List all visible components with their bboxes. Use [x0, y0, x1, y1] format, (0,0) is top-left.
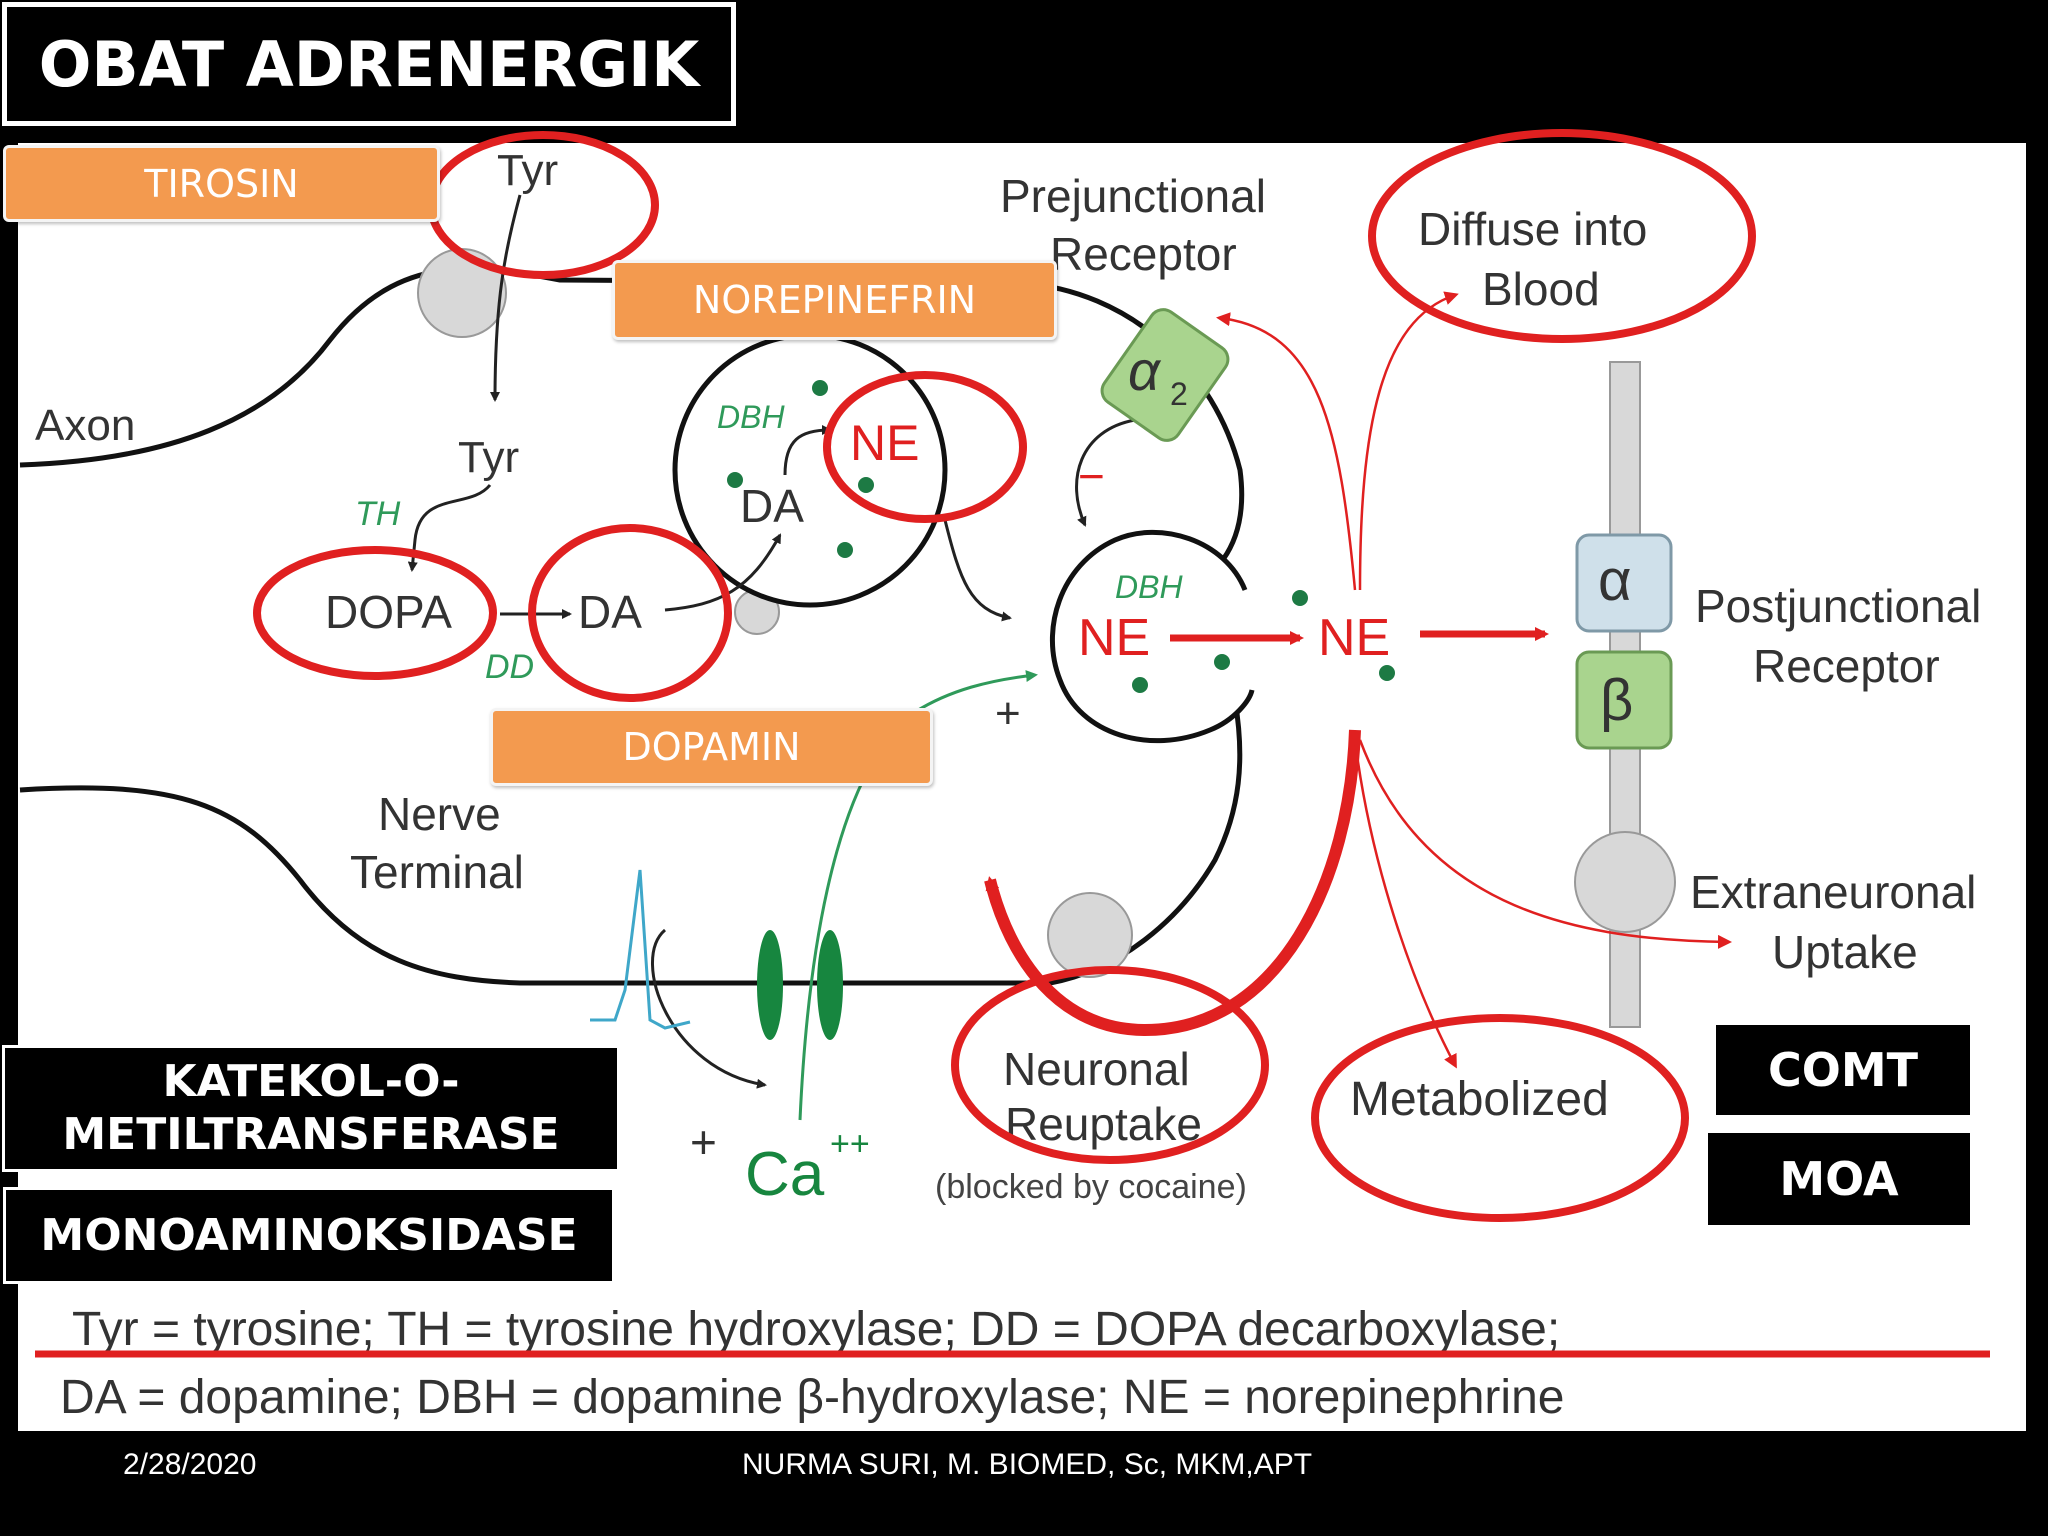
metabolized-arrow — [1353, 739, 1457, 1069]
alpha2-symbol: α — [1128, 339, 1162, 402]
ne-cleft-label: NE — [1318, 609, 1390, 667]
alpha2-receptor — [1100, 308, 1230, 442]
plus-release-label: + — [995, 689, 1021, 738]
label-tirosin: TIROSIN — [3, 145, 440, 222]
ca-influx-arrow — [650, 928, 767, 1089]
label-katekol-line2: METILTRANSFERASE — [62, 1108, 560, 1160]
dbh-vesicle-label: DBH — [717, 399, 785, 435]
label-monoaminoksidase: MONOAMINOKSIDASE — [3, 1187, 615, 1284]
neuronal-reuptake-arrow — [984, 729, 1361, 1037]
ca-channel-left — [757, 930, 783, 1040]
circle-reuptake — [951, 966, 1269, 1164]
slide-title: OBAT ADRENERGIK — [2, 2, 736, 126]
nerve-terminal-label-1: Nerve — [378, 788, 501, 840]
minus-label: − — [1078, 450, 1105, 502]
label-moa: MOA — [1705, 1130, 1973, 1228]
circle-da — [528, 524, 732, 702]
ne-granules — [727, 380, 1395, 693]
tyr-top-label: Tyr — [497, 146, 558, 195]
alpha-symbol: α — [1598, 548, 1632, 613]
annotation-circles — [253, 129, 1756, 1222]
beta-symbol: β — [1600, 668, 1633, 733]
label-katekol: KATEKOL-O- METILTRANSFERASE — [2, 1045, 620, 1172]
metabolized-label: Metabolized — [1350, 1073, 1609, 1126]
prejunctional-label-1: Prejunctional — [1000, 170, 1266, 222]
dbh-terminal-label: DBH — [1115, 569, 1183, 605]
reuptake-transporter — [1047, 892, 1133, 978]
extraneuronal-label-1: Extraneuronal — [1690, 866, 1976, 918]
ca-charge-label: ++ — [830, 1125, 870, 1163]
tyr-arrow — [490, 194, 522, 402]
da-vesicle-label: DA — [740, 480, 804, 532]
label-dopamin: DOPAMIN — [490, 708, 933, 786]
diffuse-label-1: Diffuse into — [1418, 203, 1647, 255]
axon-label: Axon — [35, 401, 135, 450]
diffuse-label-2: Blood — [1482, 263, 1600, 315]
alpha-receptor — [1575, 533, 1673, 633]
extraneuronal-uptake-arrow — [1358, 739, 1732, 949]
ca-label: Ca — [745, 1140, 825, 1209]
extraneuronal-label-2: Uptake — [1772, 926, 1918, 978]
nerve-terminal-label-2: Terminal — [350, 846, 524, 898]
circle-ne-vesicle — [823, 371, 1027, 523]
prejunctional-feedback-arrow — [1216, 312, 1357, 591]
ca-channel-right — [817, 930, 843, 1040]
extraneuronal-transporter — [1574, 831, 1676, 933]
beta-receptor — [1575, 650, 1673, 750]
plus-ca-label: + — [690, 1116, 717, 1168]
prejunctional-label-2: Receptor — [1050, 228, 1237, 280]
da-left-label: DA — [578, 586, 642, 638]
da-to-vesicle-arrow — [664, 533, 782, 612]
label-katekol-line1: KATEKOL-O- — [162, 1055, 460, 1107]
alpha2-feedback-arrow — [1075, 418, 1136, 527]
dopa-label: DOPA — [325, 586, 452, 638]
action-potential — [590, 869, 691, 1030]
alpha2-subscript: 2 — [1170, 376, 1188, 412]
tyr-mid-label: Tyr — [458, 433, 519, 482]
footer-author: NURMA SURI, M. BIOMED, Sc, MKM,APT — [742, 1448, 1313, 1481]
neuronal-reuptake-label-1: Neuronal — [1003, 1043, 1190, 1095]
circle-dopa — [253, 546, 497, 680]
circle-metabolized — [1311, 1014, 1689, 1222]
legend-line-1: Tyr = tyrosine; TH = tyrosine hydroxylas… — [72, 1303, 1560, 1356]
release-terminal — [1050, 529, 1255, 744]
label-norepinefrin: NOREPINEFRIN — [612, 260, 1057, 340]
dd-label: DD — [485, 648, 534, 686]
neuronal-reuptake-label-2: Reuptake — [1005, 1098, 1202, 1150]
axon-upper-membrane — [19, 266, 1245, 603]
blocked-by-cocaine-label: (blocked by cocaine) — [935, 1168, 1247, 1206]
ne-vesicle-label: NE — [850, 415, 919, 471]
th-label: TH — [355, 495, 401, 533]
vesicle-to-terminal-arrow — [943, 519, 1012, 622]
ne-terminal-label: NE — [1078, 609, 1150, 667]
postjunctional-label-1: Postjunctional — [1695, 580, 1981, 632]
th-arrow — [407, 483, 492, 572]
dbh-vesicle-arrow — [783, 425, 832, 476]
label-comt: COMT — [1713, 1022, 1973, 1118]
tyr-transporter — [417, 248, 507, 338]
footer-date: 2/28/2020 — [123, 1448, 257, 1481]
circle-diffuse — [1368, 129, 1756, 343]
legend-line-2: DA = dopamine; DBH = dopamine β-hydroxyl… — [60, 1371, 1564, 1424]
postjunctional-label-2: Receptor — [1753, 640, 1940, 692]
